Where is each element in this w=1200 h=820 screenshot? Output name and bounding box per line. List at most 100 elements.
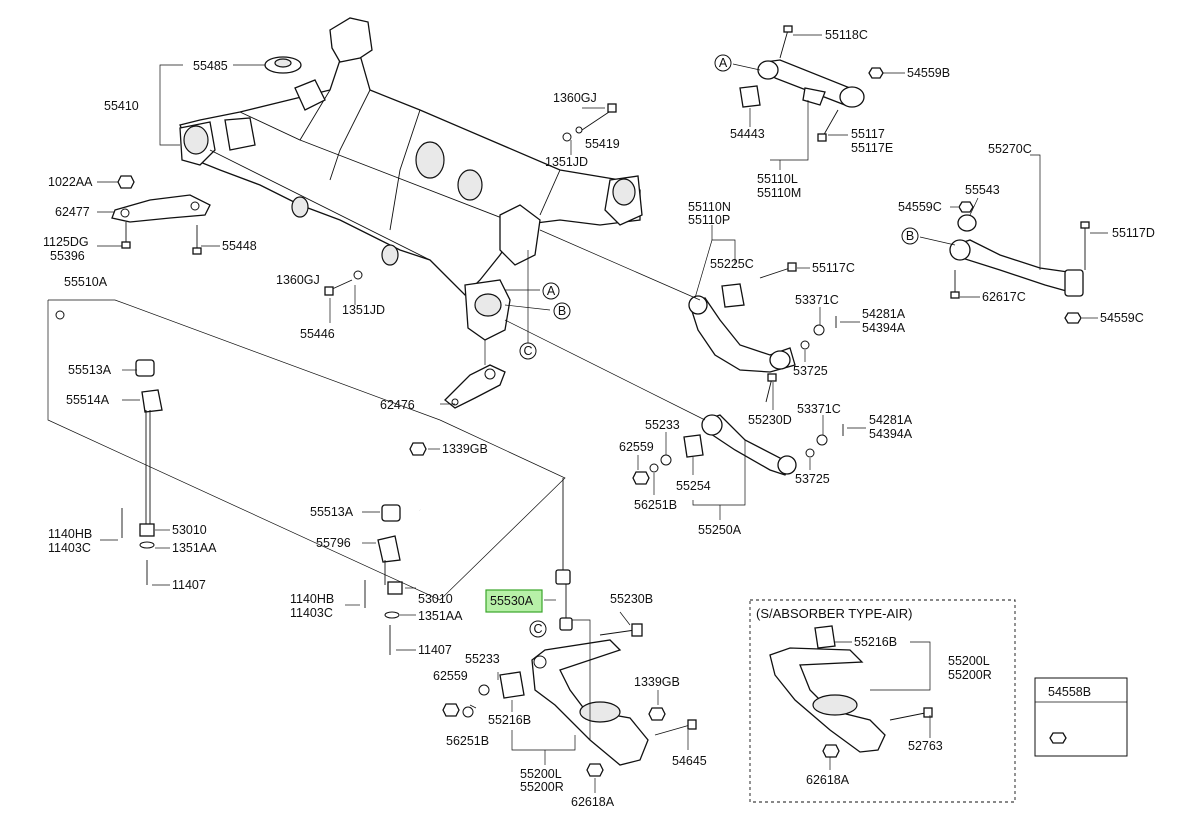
label-55200R-c: 55200R bbox=[948, 668, 992, 682]
nut-54559C-a[interactable] bbox=[958, 201, 974, 213]
bolt-52763[interactable] bbox=[889, 707, 933, 721]
nut-1351JD-a[interactable] bbox=[562, 132, 572, 142]
label-55230D: 55230D bbox=[748, 413, 792, 427]
washer-55233-b[interactable] bbox=[478, 684, 490, 696]
arm-55110N[interactable] bbox=[688, 295, 796, 373]
bolt-55230D[interactable] bbox=[765, 373, 777, 403]
bracket-55514A[interactable] bbox=[141, 389, 163, 413]
label-52763: 52763 bbox=[908, 739, 943, 753]
label-55446: 55446 bbox=[300, 327, 335, 341]
bushing-55513A-b[interactable] bbox=[381, 504, 401, 522]
stab-link-right[interactable] bbox=[364, 560, 403, 655]
nut-62618A-b[interactable] bbox=[586, 763, 604, 777]
lower-arm-air[interactable] bbox=[769, 647, 886, 753]
label-53010-a: 53010 bbox=[172, 523, 207, 537]
ref-b-frame: B bbox=[558, 304, 566, 318]
label-55110L: 55110L bbox=[757, 172, 798, 186]
bolt-62617C[interactable] bbox=[950, 270, 960, 299]
bracket-62477[interactable] bbox=[111, 194, 211, 223]
nut-1339GB-a[interactable] bbox=[409, 442, 427, 456]
ref-b-right: B bbox=[906, 229, 914, 243]
label-54281A-b: 54281A bbox=[869, 413, 913, 427]
ref-a-frame: A bbox=[547, 284, 556, 298]
upper-arm-55110L[interactable] bbox=[757, 59, 865, 108]
subframe-55410[interactable] bbox=[179, 17, 643, 341]
stabilizer-bar-55510A[interactable] bbox=[55, 310, 422, 511]
bushing-55254[interactable] bbox=[683, 434, 704, 458]
bolt-55117C[interactable] bbox=[759, 262, 797, 279]
bushing-55225C[interactable] bbox=[721, 283, 745, 308]
label-55448: 55448 bbox=[222, 239, 257, 253]
bushing-55216B-b[interactable] bbox=[499, 671, 525, 699]
label-55200L-c: 55200L bbox=[948, 654, 990, 668]
nut-1339GB-b[interactable] bbox=[648, 707, 666, 721]
bolt-55448[interactable] bbox=[192, 225, 202, 255]
stab-link-left[interactable] bbox=[139, 410, 155, 585]
label-62618A-b: 62618A bbox=[571, 795, 615, 809]
highlight-55530A[interactable] bbox=[485, 589, 543, 613]
washer-56251B-a[interactable] bbox=[649, 463, 659, 473]
bracket-62476[interactable] bbox=[444, 364, 506, 409]
bolt-55117D[interactable] bbox=[1080, 221, 1090, 270]
label-1339GB-b: 1339GB bbox=[634, 675, 680, 689]
label-55543: 55543 bbox=[965, 183, 1000, 197]
nut-53725-b[interactable] bbox=[805, 448, 815, 458]
bushing-55543[interactable] bbox=[957, 214, 977, 232]
bolt-55446[interactable] bbox=[324, 270, 363, 296]
nut-54559B[interactable] bbox=[868, 67, 884, 79]
bolt-1125DG[interactable] bbox=[121, 222, 131, 249]
label-55118C: 55118C bbox=[825, 28, 868, 42]
nut-62618A-c[interactable] bbox=[822, 744, 840, 758]
label-55200L-b: 55200L bbox=[520, 767, 562, 781]
arm-55250A[interactable] bbox=[701, 414, 797, 476]
label-54394A-b: 54394A bbox=[869, 427, 913, 441]
label-56251B-b: 56251B bbox=[446, 734, 489, 748]
box-54558B[interactable] bbox=[1034, 677, 1128, 757]
nut-62559-b[interactable] bbox=[442, 703, 460, 717]
arm-55270C[interactable] bbox=[949, 239, 1084, 297]
nut-62559-a[interactable] bbox=[632, 471, 650, 485]
leader-lines bbox=[47, 34, 1108, 793]
label-56251B-a: 56251B bbox=[634, 498, 677, 512]
bushing-55216B-c[interactable] bbox=[814, 625, 836, 649]
nut-1022AA[interactable] bbox=[117, 175, 135, 189]
label-1351AA-a: 1351AA bbox=[172, 541, 217, 555]
bolt-55419[interactable] bbox=[575, 103, 617, 134]
washer-53371C-a[interactable] bbox=[813, 324, 825, 336]
label-55796: 55796 bbox=[316, 536, 351, 550]
label-55117C: 55117C bbox=[812, 261, 855, 275]
label-62476: 62476 bbox=[380, 398, 415, 412]
bolt-54645[interactable] bbox=[654, 719, 697, 736]
bolt-55117[interactable] bbox=[817, 109, 839, 142]
link-55530A[interactable] bbox=[555, 478, 573, 631]
nut-53725-a[interactable] bbox=[800, 340, 810, 350]
label-55216B-c: 55216B bbox=[854, 635, 897, 649]
label-53371C-b: 53371C bbox=[797, 402, 841, 416]
part-labels: A B A B C C 55485 55410 1022AA 62477 112… bbox=[43, 28, 1155, 809]
mount-55485[interactable] bbox=[264, 56, 302, 74]
label-11407-b: 11407 bbox=[418, 643, 452, 657]
washer-56251B-b[interactable] bbox=[462, 706, 474, 718]
ref-circles bbox=[519, 54, 919, 638]
nut-54559C-b[interactable] bbox=[1064, 312, 1082, 324]
label-55270C: 55270C bbox=[988, 142, 1032, 156]
label-53725-a: 53725 bbox=[793, 364, 828, 378]
bushing-54443[interactable] bbox=[739, 85, 761, 108]
label-54559C-b: 54559C bbox=[1100, 311, 1144, 325]
label-1339GB-a: 1339GB bbox=[442, 442, 488, 456]
washer-53371C-b[interactable] bbox=[816, 434, 828, 446]
bushing-55513A-a[interactable] bbox=[135, 359, 155, 377]
label-55419: 55419 bbox=[585, 137, 620, 151]
washer-55233-a[interactable] bbox=[660, 454, 672, 466]
bolt-55118C[interactable] bbox=[779, 25, 793, 59]
label-62617C: 62617C bbox=[982, 290, 1026, 304]
label-1351AA-b: 1351AA bbox=[418, 609, 463, 623]
bracket-55796[interactable] bbox=[377, 535, 401, 563]
label-55513A-a: 55513A bbox=[68, 363, 112, 377]
label-53010-b: 53010 bbox=[418, 592, 453, 606]
bolt-55230B[interactable] bbox=[599, 623, 643, 637]
label-55216B-b: 55216B bbox=[488, 713, 531, 727]
label-55233-a: 55233 bbox=[645, 418, 680, 432]
